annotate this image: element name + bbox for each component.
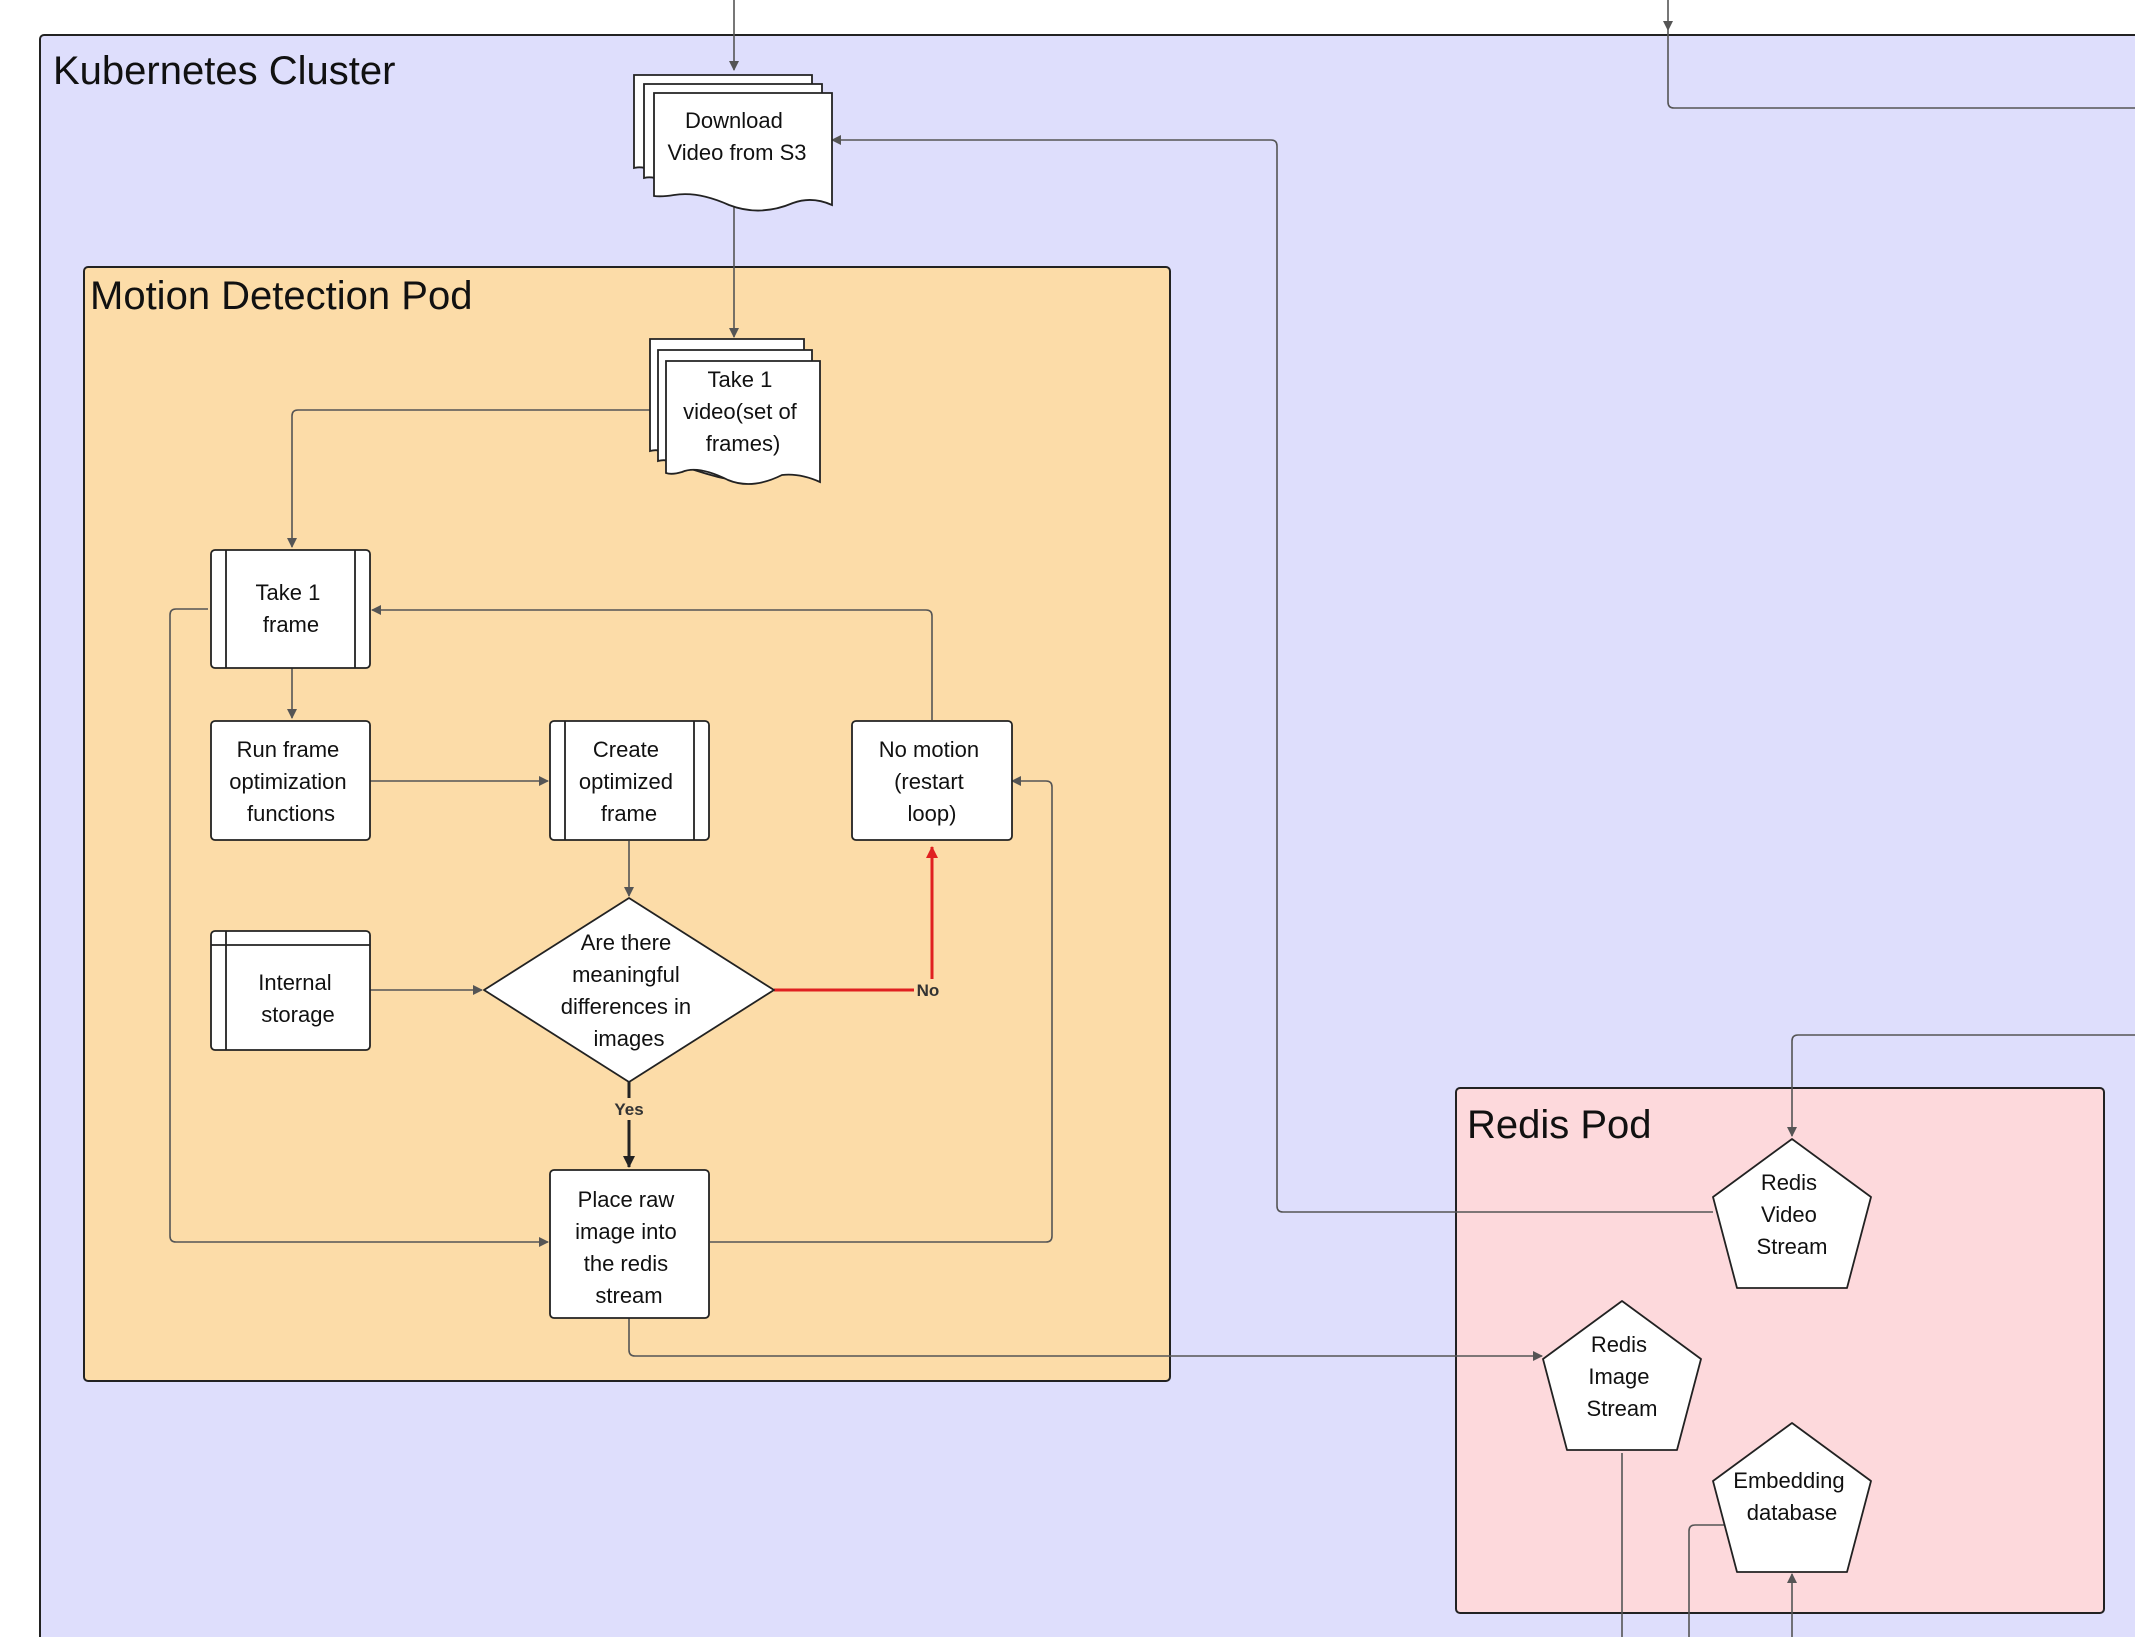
- no-label: No: [917, 981, 940, 1000]
- svg-text:Place raw image into: Place raw image into the redis stream: [575, 1187, 683, 1308]
- edge-take-video-to-take-frame: [287, 409, 650, 548]
- take-frame-node[interactable]: Take 1 frame: [210, 549, 371, 669]
- edge-external-right: [1667, 30, 2135, 109]
- svg-text:Take 1 frame: Take 1 frame: [256, 580, 327, 637]
- edge-embedding-down: [1688, 1524, 1728, 1637]
- redis-video-stream-node[interactable]: Redis Video Stream: [1712, 1138, 1872, 1289]
- kubernetes-cluster-title: Kubernetes Cluster: [53, 49, 395, 93]
- no-motion-node[interactable]: No motion (restart loop): [851, 720, 1013, 841]
- svg-text:Redis Image Stream: Redis Image Stream: [1587, 1332, 1658, 1421]
- svg-text:Redis Video Stream: Redis Video Stream: [1757, 1170, 1828, 1259]
- svg-text:Create optimized f: Create optimized frame: [579, 737, 679, 826]
- place-raw-node[interactable]: Place raw image into the redis stream: [549, 1169, 710, 1319]
- edge-external-to-redis-video: [1787, 1034, 2135, 1137]
- motion-detection-pod-title: Motion Detection Pod: [90, 274, 472, 318]
- run-optimization-node[interactable]: Run frame optimization functions: [210, 720, 371, 841]
- take-video-node[interactable]: Take 1 video(set of frames): [649, 338, 821, 485]
- create-optimized-node[interactable]: Create optimized frame: [549, 720, 710, 841]
- svg-text:Internal storage: Internal storage: [258, 970, 338, 1027]
- svg-text:No motion (restart: No motion (restart loop): [879, 737, 985, 826]
- edge-redis-video-to-download: [831, 135, 1713, 1213]
- decision-node[interactable]: Are there meaningful differences in imag…: [483, 897, 775, 1083]
- edge-labels: No Yes: [610, 979, 948, 1120]
- connectors: [169, 0, 2135, 1637]
- redis-image-stream-node[interactable]: Redis Image Stream: [1542, 1300, 1702, 1451]
- internal-storage-node[interactable]: Internal storage: [210, 930, 371, 1051]
- edge-take-frame-to-place-raw: [169, 608, 549, 1247]
- svg-text:Are there meaningful: Are there meaningful differences in imag…: [561, 930, 698, 1051]
- download-video-node[interactable]: Download Video from S3: [633, 74, 833, 212]
- redis-pod-title: Redis Pod: [1467, 1103, 1652, 1147]
- svg-text:Take 1 video(set of: Take 1 video(set of frames): [683, 367, 803, 456]
- edge-no-motion-to-take-frame: [371, 605, 933, 720]
- svg-text:Download Video from S3: Download Video from S3: [667, 108, 806, 165]
- edge-place-raw-to-no-motion: [710, 776, 1053, 1243]
- svg-text:Run frame optimization: Run frame optimization functions: [229, 737, 353, 826]
- redis-pod-container: Redis Pod: [1455, 1087, 2105, 1614]
- svg-text:Embedding database: Embedding database: [1733, 1468, 1850, 1525]
- yes-label: Yes: [614, 1100, 643, 1119]
- embedding-database-node[interactable]: Embedding database: [1712, 1422, 1872, 1573]
- edge-place-raw-to-redis-image: [628, 1318, 1543, 1361]
